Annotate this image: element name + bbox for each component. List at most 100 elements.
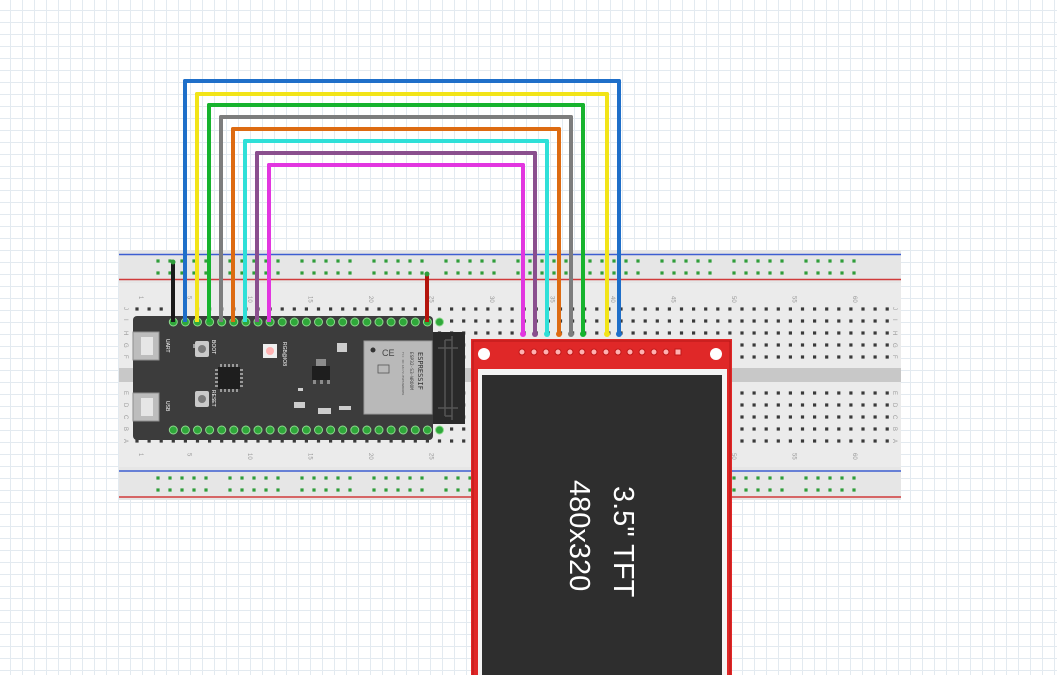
breadboard-hole[interactable] bbox=[740, 391, 744, 395]
rail-hole[interactable] bbox=[612, 271, 616, 275]
rail-hole[interactable] bbox=[588, 259, 592, 263]
breadboard-hole[interactable] bbox=[486, 307, 490, 311]
rail-hole[interactable] bbox=[228, 259, 232, 263]
breadboard-hole[interactable] bbox=[813, 439, 817, 443]
jumper-wire[interactable] bbox=[195, 92, 609, 334]
rail-hole[interactable] bbox=[156, 476, 160, 480]
breadboard-hole[interactable] bbox=[728, 319, 732, 323]
tft-pin-square[interactable] bbox=[674, 348, 682, 356]
header-pin[interactable] bbox=[350, 425, 360, 435]
breadboard-hole[interactable] bbox=[885, 319, 889, 323]
rail-hole[interactable] bbox=[480, 259, 484, 263]
rail-hole[interactable] bbox=[240, 271, 244, 275]
rail-hole[interactable] bbox=[804, 259, 808, 263]
header-pin[interactable] bbox=[422, 425, 432, 435]
tft-pin[interactable] bbox=[578, 348, 586, 356]
breadboard-hole[interactable] bbox=[849, 391, 853, 395]
header-pin[interactable] bbox=[180, 425, 190, 435]
rail-hole[interactable] bbox=[804, 488, 808, 492]
rail-hole[interactable] bbox=[420, 476, 424, 480]
breadboard-hole[interactable] bbox=[316, 439, 321, 443]
breadboard-hole[interactable] bbox=[704, 319, 708, 323]
header-pin[interactable] bbox=[301, 425, 311, 435]
breadboard-hole[interactable] bbox=[764, 403, 768, 407]
breadboard-hole[interactable] bbox=[885, 355, 889, 359]
rail-hole[interactable] bbox=[672, 259, 676, 263]
header-pin[interactable] bbox=[362, 425, 372, 435]
breadboard-hole[interactable] bbox=[752, 307, 756, 311]
breadboard-hole[interactable] bbox=[837, 355, 841, 359]
breadboard-hole[interactable] bbox=[837, 403, 841, 407]
breadboard-hole[interactable] bbox=[861, 343, 865, 347]
header-pin[interactable] bbox=[338, 317, 348, 327]
breadboard-hole[interactable] bbox=[413, 307, 417, 311]
rail-hole[interactable] bbox=[840, 488, 844, 492]
rail-hole[interactable] bbox=[780, 271, 784, 275]
rail-hole[interactable] bbox=[180, 488, 184, 492]
rail-hole[interactable] bbox=[828, 476, 832, 480]
rail-hole[interactable] bbox=[564, 271, 568, 275]
breadboard-hole[interactable] bbox=[837, 331, 841, 335]
breadboard-hole[interactable] bbox=[195, 439, 200, 443]
breadboard-hole[interactable] bbox=[764, 343, 768, 347]
breadboard-hole[interactable] bbox=[510, 331, 514, 335]
breadboard-hole[interactable] bbox=[764, 427, 768, 431]
breadboard-hole[interactable] bbox=[462, 427, 466, 431]
breadboard-hole[interactable] bbox=[764, 355, 768, 359]
header-pin[interactable] bbox=[241, 425, 251, 435]
breadboard-hole[interactable] bbox=[825, 415, 829, 419]
rail-hole[interactable] bbox=[684, 271, 688, 275]
rail-hole[interactable] bbox=[264, 259, 268, 263]
breadboard-hole[interactable] bbox=[788, 343, 792, 347]
breadboard-hole[interactable] bbox=[813, 427, 817, 431]
breadboard-hole[interactable] bbox=[800, 427, 805, 431]
rail-hole[interactable] bbox=[324, 259, 328, 263]
breadboard-hole[interactable] bbox=[788, 391, 792, 395]
rail-hole[interactable] bbox=[420, 488, 424, 492]
breadboard-hole[interactable] bbox=[462, 319, 466, 323]
breadboard-hole[interactable] bbox=[595, 319, 599, 323]
breadboard-hole[interactable] bbox=[885, 331, 889, 335]
header-pin[interactable] bbox=[398, 425, 408, 435]
breadboard-hole[interactable] bbox=[861, 307, 865, 311]
breadboard-hole[interactable] bbox=[752, 439, 756, 443]
breadboard-hole[interactable] bbox=[595, 307, 599, 311]
rail-hole[interactable] bbox=[528, 271, 532, 275]
rail-hole[interactable] bbox=[672, 271, 676, 275]
jumper-wire[interactable] bbox=[243, 139, 549, 334]
breadboard-hole[interactable] bbox=[474, 319, 478, 323]
rail-hole[interactable] bbox=[276, 271, 280, 275]
rail-hole[interactable] bbox=[204, 259, 208, 263]
rail-hole[interactable] bbox=[180, 259, 184, 263]
rail-hole[interactable] bbox=[684, 259, 688, 263]
rail-hole[interactable] bbox=[540, 271, 544, 275]
header-pin[interactable] bbox=[265, 425, 275, 435]
rail-hole[interactable] bbox=[348, 271, 352, 275]
rail-hole[interactable] bbox=[600, 259, 604, 263]
rail-hole[interactable] bbox=[324, 488, 328, 492]
rail-hole[interactable] bbox=[780, 259, 784, 263]
breadboard-hole[interactable] bbox=[667, 307, 671, 311]
rail-hole[interactable] bbox=[444, 476, 448, 480]
rail-hole[interactable] bbox=[852, 476, 856, 480]
breadboard-hole[interactable] bbox=[365, 439, 369, 443]
breadboard-hole[interactable] bbox=[353, 439, 357, 443]
tft-pin[interactable] bbox=[530, 348, 538, 356]
rail-hole[interactable] bbox=[612, 259, 616, 263]
header-pin[interactable] bbox=[435, 425, 444, 435]
breadboard-hole[interactable] bbox=[764, 319, 768, 323]
header-pin[interactable] bbox=[193, 425, 202, 435]
breadboard-hole[interactable] bbox=[329, 439, 333, 443]
breadboard-hole[interactable] bbox=[813, 391, 817, 395]
header-pin[interactable] bbox=[338, 425, 348, 435]
breadboard-hole[interactable] bbox=[740, 415, 744, 419]
rail-hole[interactable] bbox=[312, 271, 316, 275]
rail-hole[interactable] bbox=[384, 476, 388, 480]
breadboard-hole[interactable] bbox=[885, 403, 889, 407]
breadboard-hole[interactable] bbox=[292, 439, 296, 443]
breadboard-hole[interactable] bbox=[788, 319, 792, 323]
breadboard-hole[interactable] bbox=[764, 439, 768, 443]
header-pin[interactable] bbox=[350, 317, 360, 327]
rail-hole[interactable] bbox=[204, 476, 208, 480]
breadboard-hole[interactable] bbox=[389, 307, 393, 311]
